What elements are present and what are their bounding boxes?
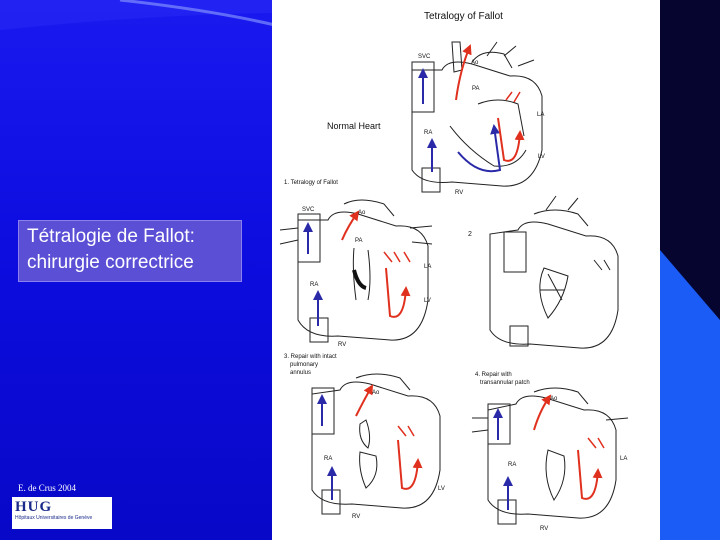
panel-1-label: 1. Tetralogy of Fallot [284,180,338,186]
title-line-1: Tétralogie de Fallot: [27,226,195,247]
panel-4-ao-label: Ao [550,396,558,402]
tetralogy-svc-label: SVC [302,207,315,213]
panel-2-label: 2 [468,231,472,238]
slide-title: Tétralogie de Fallot: chirurgie correctr… [18,220,242,282]
panel-3-lv-label: LV [438,486,445,492]
panel-4-ra-label: RA [508,462,516,468]
normal-pa-label: PA [472,86,480,92]
panel-4-label-line1: 4. Repair with [475,372,512,378]
tetralogy-ao-label: Ao [358,210,366,216]
title-line-2: chirurgie correctrice [27,252,194,273]
panel-2-heart-diagram [489,195,619,349]
logo-brand: HUG [15,499,53,515]
panel-3-label-line1: 3. Repair with intact [284,354,337,360]
tetralogy-ra-label: RA [310,282,318,288]
normal-svc-label: SVC [418,54,431,60]
panel-4-la-label: LA [620,456,627,462]
panel-3-label-line3: annulus [290,370,311,376]
panel-3-label-line2: pulmonary [290,362,318,368]
figure-svg: Tetralogy of Fallot SVC Ao PA LA R [279,11,629,532]
panel-3-rv-label: RV [352,514,360,520]
normal-la-label: LA [537,112,544,118]
tetralogy-la-label: LA [424,264,431,270]
panel-3-ra-label: RA [324,456,332,462]
logo-subtext: Hôpitaux Universitaires de Genève [15,515,93,521]
panel-4-heart-diagram [471,387,629,525]
panel-4-label-line2: transannular patch [480,380,530,386]
normal-lv-label: LV [538,154,545,160]
tetralogy-pa-label: PA [355,238,363,244]
author-credit: E. de Crus 2004 [18,483,76,493]
hug-logo: HUG Hôpitaux Universitaires de Genève [12,497,112,529]
tetralogy-rv-label: RV [338,342,346,348]
normal-ra-label: RA [424,130,432,136]
normal-ao-label: Ao [471,60,479,66]
tetralogy-figure: Tetralogy of Fallot SVC Ao PA LA R [272,0,660,540]
normal-heart-label: Normal Heart [327,121,381,131]
panel-3-ao-label: Ao [372,390,380,396]
tetralogy-lv-label: LV [424,298,431,304]
figure-heading: Tetralogy of Fallot [424,11,503,22]
panel-4-rv-label: RV [540,526,548,532]
normal-rv-label: RV [455,190,463,196]
